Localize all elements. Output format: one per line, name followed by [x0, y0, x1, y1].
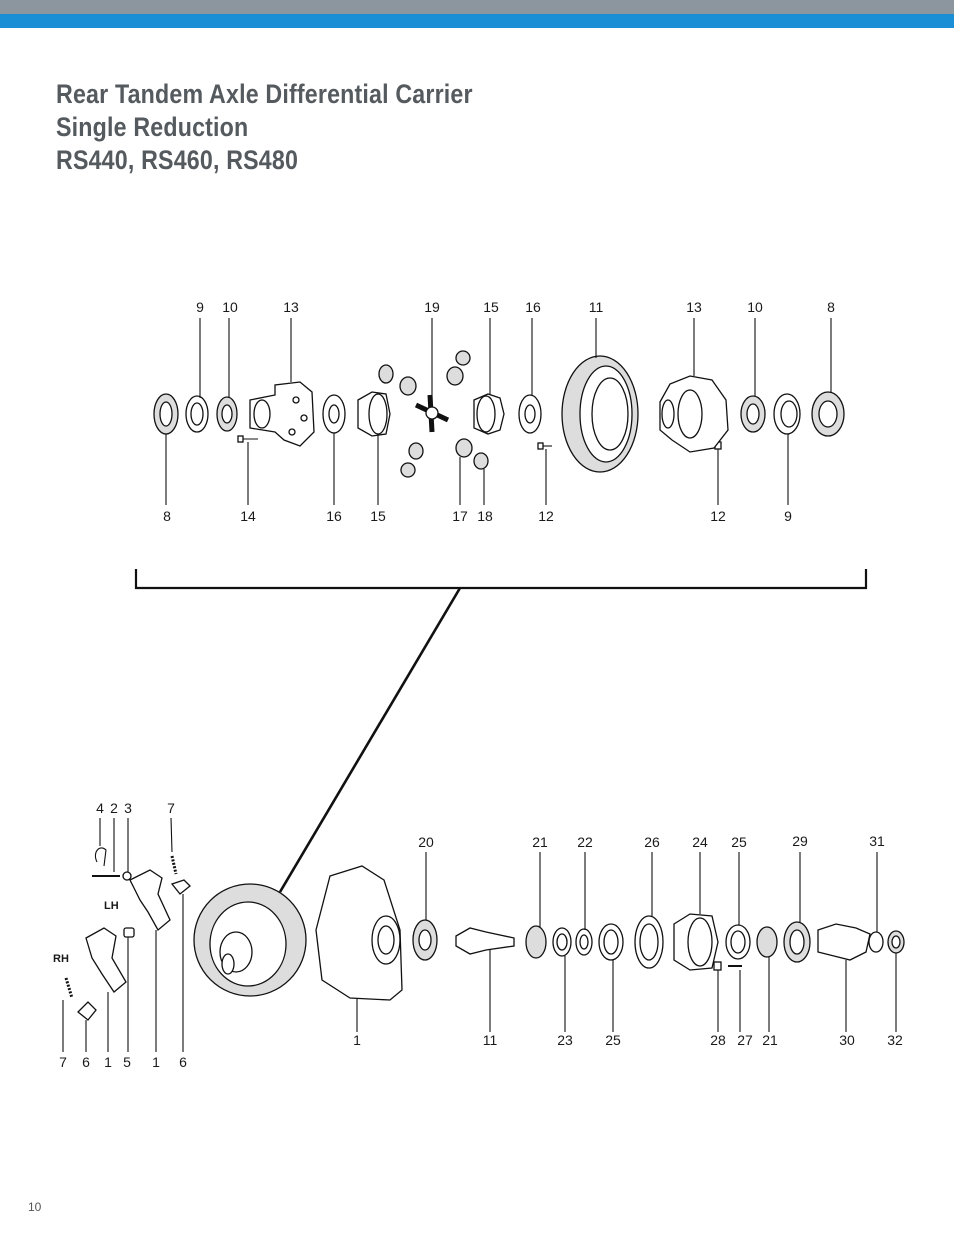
upper-callouts: 9 10 13 19 15 16 11 13 10 8 8 14 16 15 1… — [163, 299, 835, 524]
callout: 11 — [483, 1032, 498, 1048]
callout: 16 — [525, 299, 541, 315]
callout: 21 — [532, 834, 548, 850]
callout: 8 — [827, 299, 835, 315]
callout: 9 — [784, 508, 792, 524]
callout: 8 — [163, 508, 171, 524]
callout: 29 — [792, 833, 808, 849]
callout: 16 — [326, 508, 342, 524]
callout: 18 — [477, 508, 493, 524]
callout: 21 — [762, 1032, 778, 1048]
callout: 7 — [59, 1054, 67, 1070]
lower-callouts: 4 2 3 7 20 21 22 26 24 25 29 31 7 6 1 5 … — [53, 800, 903, 1070]
callout: 11 — [589, 299, 604, 315]
callout: 9 — [196, 299, 204, 315]
callout: 1 — [353, 1032, 361, 1048]
lower-leader-lines — [62, 817, 897, 1052]
lower-assembly-parts — [64, 847, 905, 1021]
title-line-2: Single Reduction — [56, 112, 249, 142]
callout: 10 — [222, 299, 238, 315]
callout: 15 — [370, 508, 386, 524]
callout: 17 — [452, 508, 468, 524]
lh-label: LH — [104, 900, 119, 912]
upper-leader-lines — [165, 318, 832, 505]
callout: 6 — [82, 1054, 90, 1070]
callout: 13 — [686, 299, 702, 315]
callout: 25 — [731, 834, 747, 850]
callout: 12 — [538, 508, 554, 524]
header-band-blue — [0, 14, 954, 28]
callout: 6 — [179, 1054, 187, 1070]
callout: 25 — [605, 1032, 621, 1048]
rh-label: RH — [53, 953, 69, 965]
callout: 7 — [167, 800, 175, 816]
callout: 5 — [123, 1054, 131, 1070]
title-line-3: RS440, RS460, RS480 — [56, 145, 299, 175]
callout: 4 — [96, 800, 104, 816]
callout: 15 — [483, 299, 499, 315]
callout: 14 — [240, 508, 256, 524]
callout: 31 — [869, 833, 885, 849]
callout: 19 — [424, 299, 440, 315]
callout: 23 — [557, 1032, 573, 1048]
page-title: Rear Tandem Axle Differential Carrier Si… — [56, 78, 473, 177]
callout: 22 — [577, 834, 593, 850]
page-number: 10 — [28, 1200, 42, 1214]
callout: 3 — [124, 800, 132, 816]
callout: 26 — [644, 834, 660, 850]
callout: 20 — [418, 834, 434, 850]
callout: 30 — [839, 1032, 855, 1048]
callout: 1 — [104, 1054, 112, 1070]
header-band-gray — [0, 0, 954, 14]
callout: 10 — [747, 299, 763, 315]
callout: 12 — [710, 508, 726, 524]
callout: 24 — [692, 834, 708, 850]
callout: 2 — [110, 800, 118, 816]
callout: 13 — [283, 299, 299, 315]
assembly-bracket — [134, 569, 868, 893]
callout: 27 — [737, 1032, 753, 1048]
upper-assembly-parts — [153, 350, 845, 478]
title-line-1: Rear Tandem Axle Differential Carrier — [56, 79, 473, 109]
callout: 28 — [710, 1032, 726, 1048]
callout: 32 — [887, 1032, 903, 1048]
callout: 1 — [152, 1054, 160, 1070]
